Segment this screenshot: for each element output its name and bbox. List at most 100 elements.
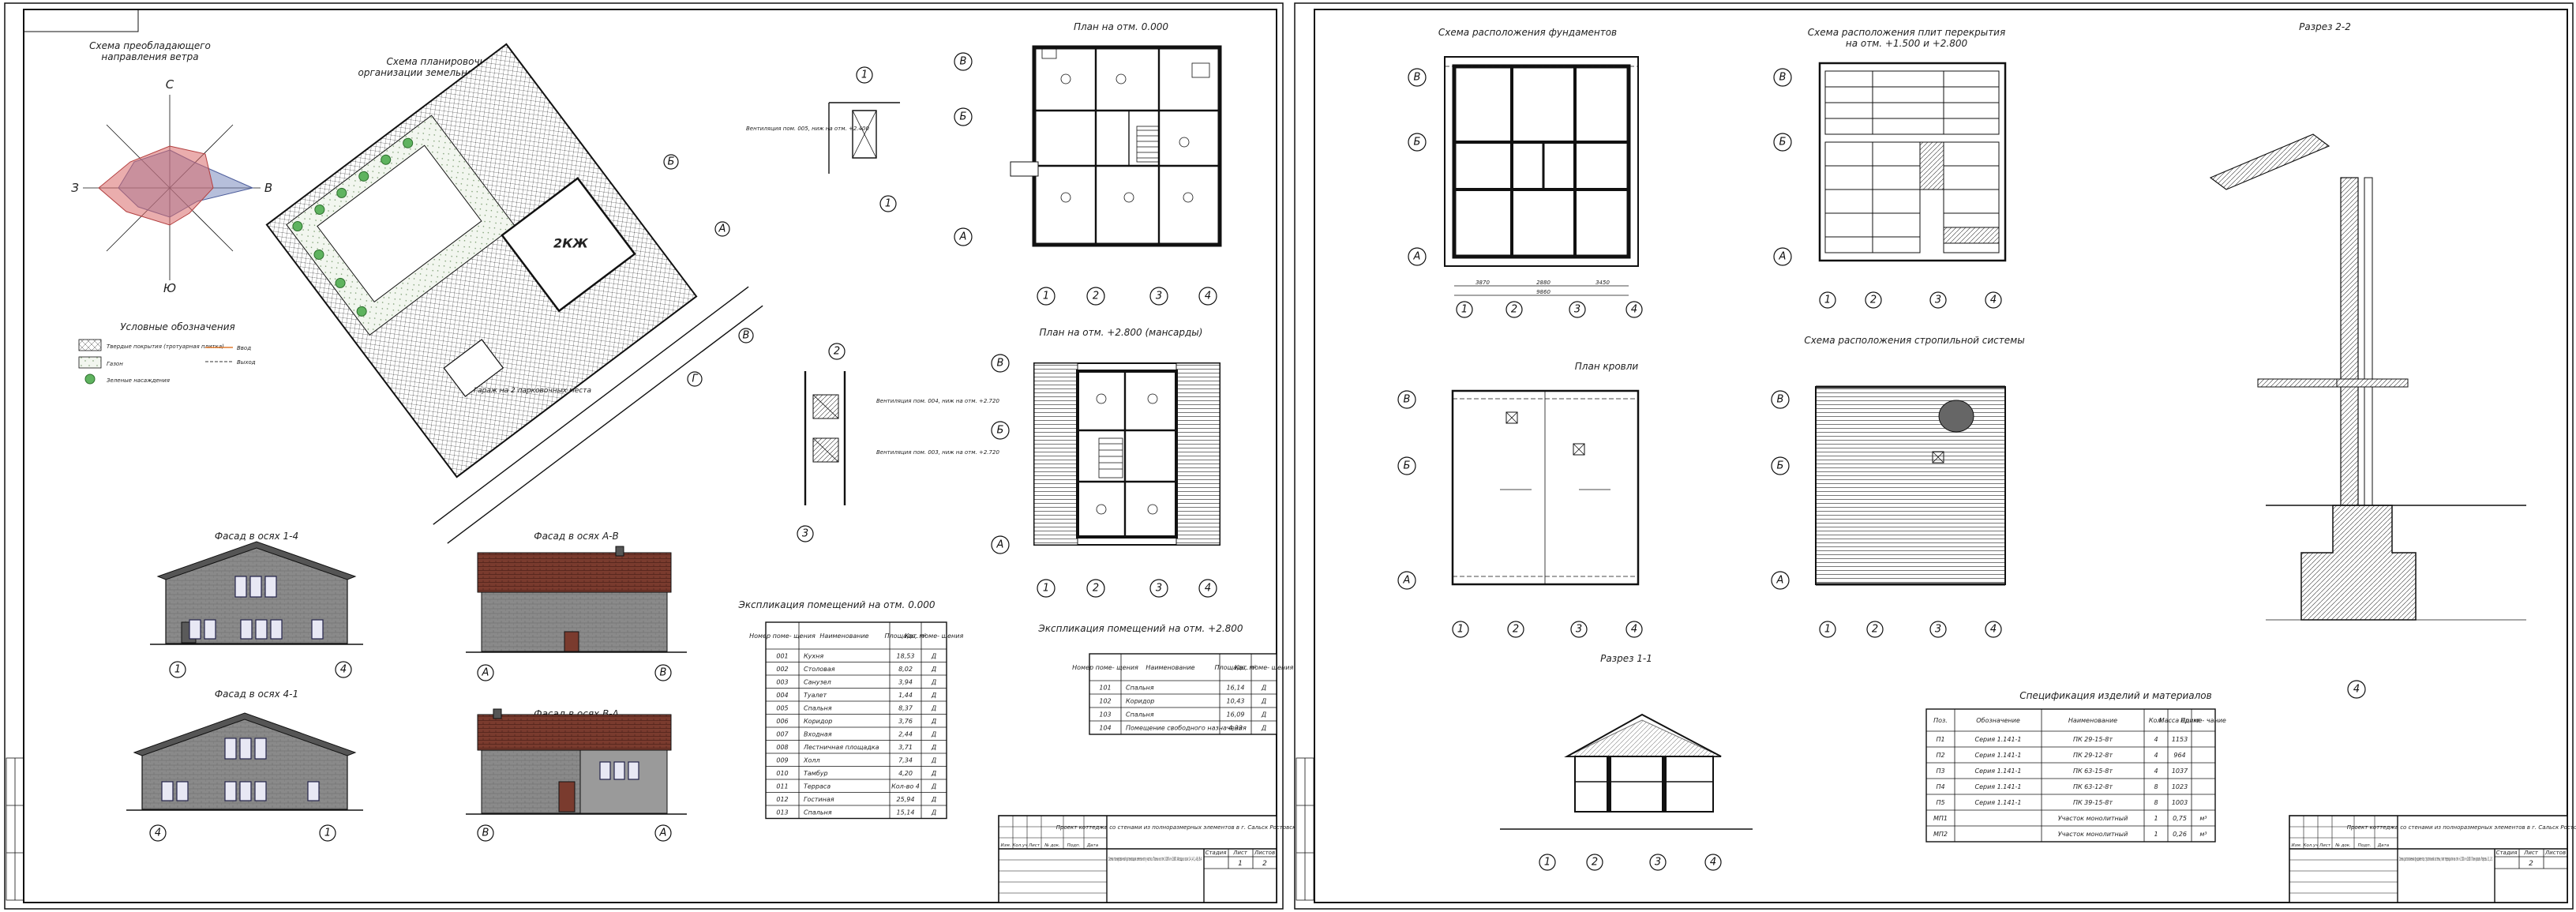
s2-t-axis-b: Б [1777,460,1784,472]
plan-ground-col-axes: 1 2 3 4 [1037,287,1217,306]
s2-f-axis-b: Б [1414,137,1421,148]
expl-ground-cell: 013 [776,809,788,816]
wind-rose-title-1: Схема преобладающего [89,40,211,51]
stamp-col-label: № док. [2334,843,2351,848]
s11-axis-4: 4 [1710,857,1716,869]
spec-cell: 8 [2154,783,2158,790]
spec-cell: ПК 63-12-8т [2073,783,2113,790]
expl-ground-cell: Терраса [804,783,831,790]
spec-cell: 1003 [2172,799,2188,806]
spec-cell: Участок монолитный [2058,831,2128,838]
facade-a-v: Фасад в осях А-В А В [466,531,687,681]
expl-ground-cell: Д [931,730,936,737]
expl-attic-cell: 103 [1099,711,1111,719]
slab-title-1: Схема расположения плит перекрытия [1808,27,2005,38]
expl-ground-cell: Входная [804,730,832,737]
axis-row-v-2: В [997,358,1004,370]
site-plan: Схема планировочной организации земельно… [265,43,763,544]
legend-exit-label: Выход [237,359,256,366]
expl-ground-cell: Д [931,770,936,777]
plan-axes: В Б А 1 2 3 4 В Б А 1 2 3 4 [954,52,1217,598]
site-corner-d: Г [692,373,699,385]
expl-ground-cell: 25,94 [897,796,915,803]
expl-ground-cell: 7,34 [898,756,913,764]
legend-lawn-label: Газон [107,361,123,367]
stamp-col-label: Подп. [1067,843,1081,848]
s2-f-col-1: 1 [1461,304,1468,316]
house-footprint [501,176,636,313]
spec-cell: ПК 29-12-8т [2073,752,2113,759]
spec-cell: ПК 39-15-8т [2073,799,2113,806]
plan-ground: План на отм. 0.000 [1010,21,1222,247]
expl-ground-cell: 4,20 [898,770,913,777]
s2-t-col-3: 3 [1935,624,1941,636]
axis-col-2-2: 2 [1093,583,1099,595]
spec-cell: Серия 1.141-1 [1974,783,2021,790]
site-corner-c: В [743,330,750,342]
expl-ground-cell: 007 [776,730,789,737]
expl-ground-cell: Д [931,652,936,659]
garage-note: Гараж на 2 парковочных места [474,387,591,395]
spec-cell: Участок монолитный [2058,815,2128,822]
facade-v-a-axis-left: В [482,828,489,839]
title-block-1: Проект коттеджа со стенами из полноразме… [998,815,1329,903]
s2-dimensions: 3870 2880 3450 9860 [1454,280,1629,296]
sheet-1: Схема преобладающего направления ветра С… [4,2,1329,910]
plan-attic-title: План на отм. +2.800 (мансарды) [1040,327,1203,338]
s2-s-col-2: 2 [1870,295,1877,306]
expl-ground-header: Номер поме- щения [749,632,816,640]
expl-attic-cell: 102 [1099,698,1111,705]
expl-ground-cell: Д [931,744,936,751]
facade-a-v-axis-right: В [660,667,667,679]
expl-ground-cell: 010 [776,770,788,777]
sheet-2-side-stamp [1295,757,1314,901]
stamp-col-label: Дата [1086,843,1099,848]
expl-attic-cell: 4,33 [1228,725,1243,732]
expl-ground-cell: 15,14 [897,809,915,816]
title-block-2: Проект коттеджа со стенами из полноразме… [2289,815,2576,903]
facade-v-a: Фасад в осях В-А В А [466,708,687,842]
rafter-plan: Схема расположения стропильной системы [1804,335,2025,586]
stamp-1-stage-label: Стадия [1206,850,1227,856]
s2-t-col-4: 4 [1990,624,1997,636]
expl-ground-cell: Спальня [804,704,832,711]
roof-plan: План кровли [1451,361,1640,586]
section-1-1: Разрез 1-1 1 2 3 4 [1500,653,1753,871]
spec-header: Приме- чание [2180,717,2226,724]
spec-cell: 1153 [2172,736,2188,743]
plan-ground-row-axes: В Б А [954,52,973,246]
spec-cell: П3 [1936,768,1944,775]
stamp-col-label: Изм. [2292,843,2302,848]
spec-title: Спецификация изделий и материалов [2019,690,2211,701]
sheet2-axes: В Б А В Б А В Б А В Б А 1 2 3 4 1 2 3 4 … [1397,68,2002,638]
s2-s-axis-a: А [1779,251,1787,263]
stamp-col-label: Лист [2319,843,2331,848]
wind-rose-title-2: направления ветра [101,51,198,62]
axis-row-a-1: А [959,231,967,243]
site-plan-title-1: Схема планировочной [386,56,497,67]
spec-header: Масса ед. кг [2159,717,2201,724]
stamp-2-sheets-label: Листов [2544,850,2566,856]
expl-ground-cell: 006 [776,718,788,725]
spec-cell: МП2 [1933,831,1948,838]
expl-attic-cell: 16,14 [1227,685,1245,692]
section-22-title: Разрез 2-2 [2299,21,2351,32]
expl-ground-cell: Д [931,678,936,685]
expl-ground-cell: 005 [776,704,788,711]
expl-attic-cell: Помещение свободного назначения [1126,725,1247,732]
section-11-title: Разрез 1-1 [1600,653,1652,664]
stamp-1-project: Проект коттеджа со стенами из полноразме… [1056,824,1329,831]
stamp-col-label: Лист [1028,843,1041,848]
node-1b-label: 1 [885,198,891,210]
stamp-2-sheet-title: Схемы расположения фундаментов, стропиль… [2399,856,2492,862]
expl-attic-cell: Коридор [1126,698,1154,705]
s2-r-axis-v: В [1404,394,1411,406]
spec-cell: МП1 [1933,815,1948,822]
expl-ground-cell: 012 [776,796,788,803]
expl-ground-cell: 18,53 [897,652,915,659]
expl-ground-frame [765,621,947,820]
legend-title: Условные обозначения [120,321,235,332]
axis-col-3-2: 3 [1156,583,1162,595]
legend-lawn-swatch [78,356,102,369]
s2-s-col-1: 1 [1824,295,1831,306]
